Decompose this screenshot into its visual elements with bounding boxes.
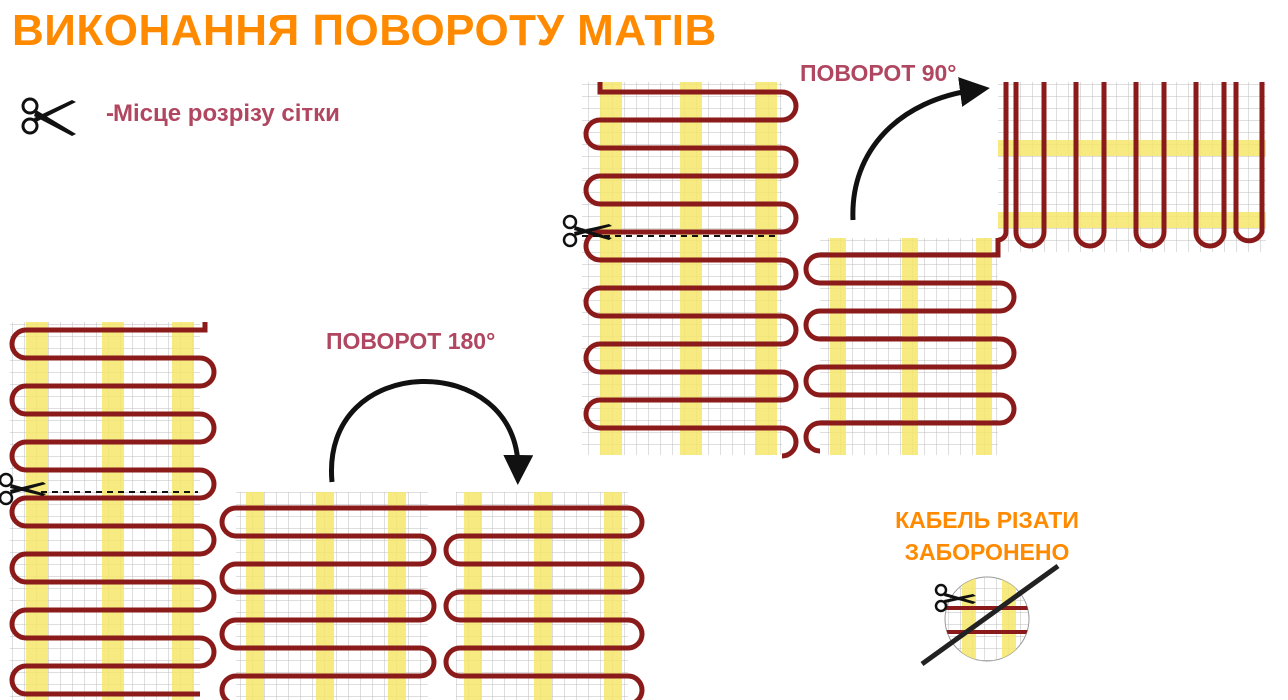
mat-top-middle [803, 238, 1017, 455]
arrow-90 [850, 77, 990, 221]
turn-90-label: ПОВОРОТ 90° [800, 60, 957, 86]
legend-dash: - [106, 100, 114, 127]
scissors-icon-top [562, 214, 612, 248]
legend-text: Місце розрізу сітки [113, 100, 340, 127]
arrow-180 [329, 379, 534, 485]
scissors-icon-bottom [0, 472, 46, 506]
mat-bottom-left [9, 322, 217, 700]
mat-top-left [582, 82, 799, 459]
mat-bottom-right [443, 492, 645, 700]
legend: - Місце розрізу сітки [20, 96, 400, 136]
forbidden-cut-icon [920, 563, 1060, 667]
turn-180-label: ПОВОРОТ 180° [326, 328, 496, 354]
warning-line-2: ЗАБОРОНЕНО [904, 539, 1070, 565]
scissors-icon [21, 97, 76, 136]
warning-line-1: КАБЕЛЬ РІЗАТИ [895, 507, 1079, 533]
mat-bottom-middle [219, 492, 460, 700]
warning-text: КАБЕЛЬ РІЗАТИ ЗАБОРОНЕНО [862, 504, 1112, 568]
mat-top-right [997, 82, 1266, 252]
page-title: ВИКОНАННЯ ПОВОРОТУ МАТІВ [12, 6, 717, 55]
